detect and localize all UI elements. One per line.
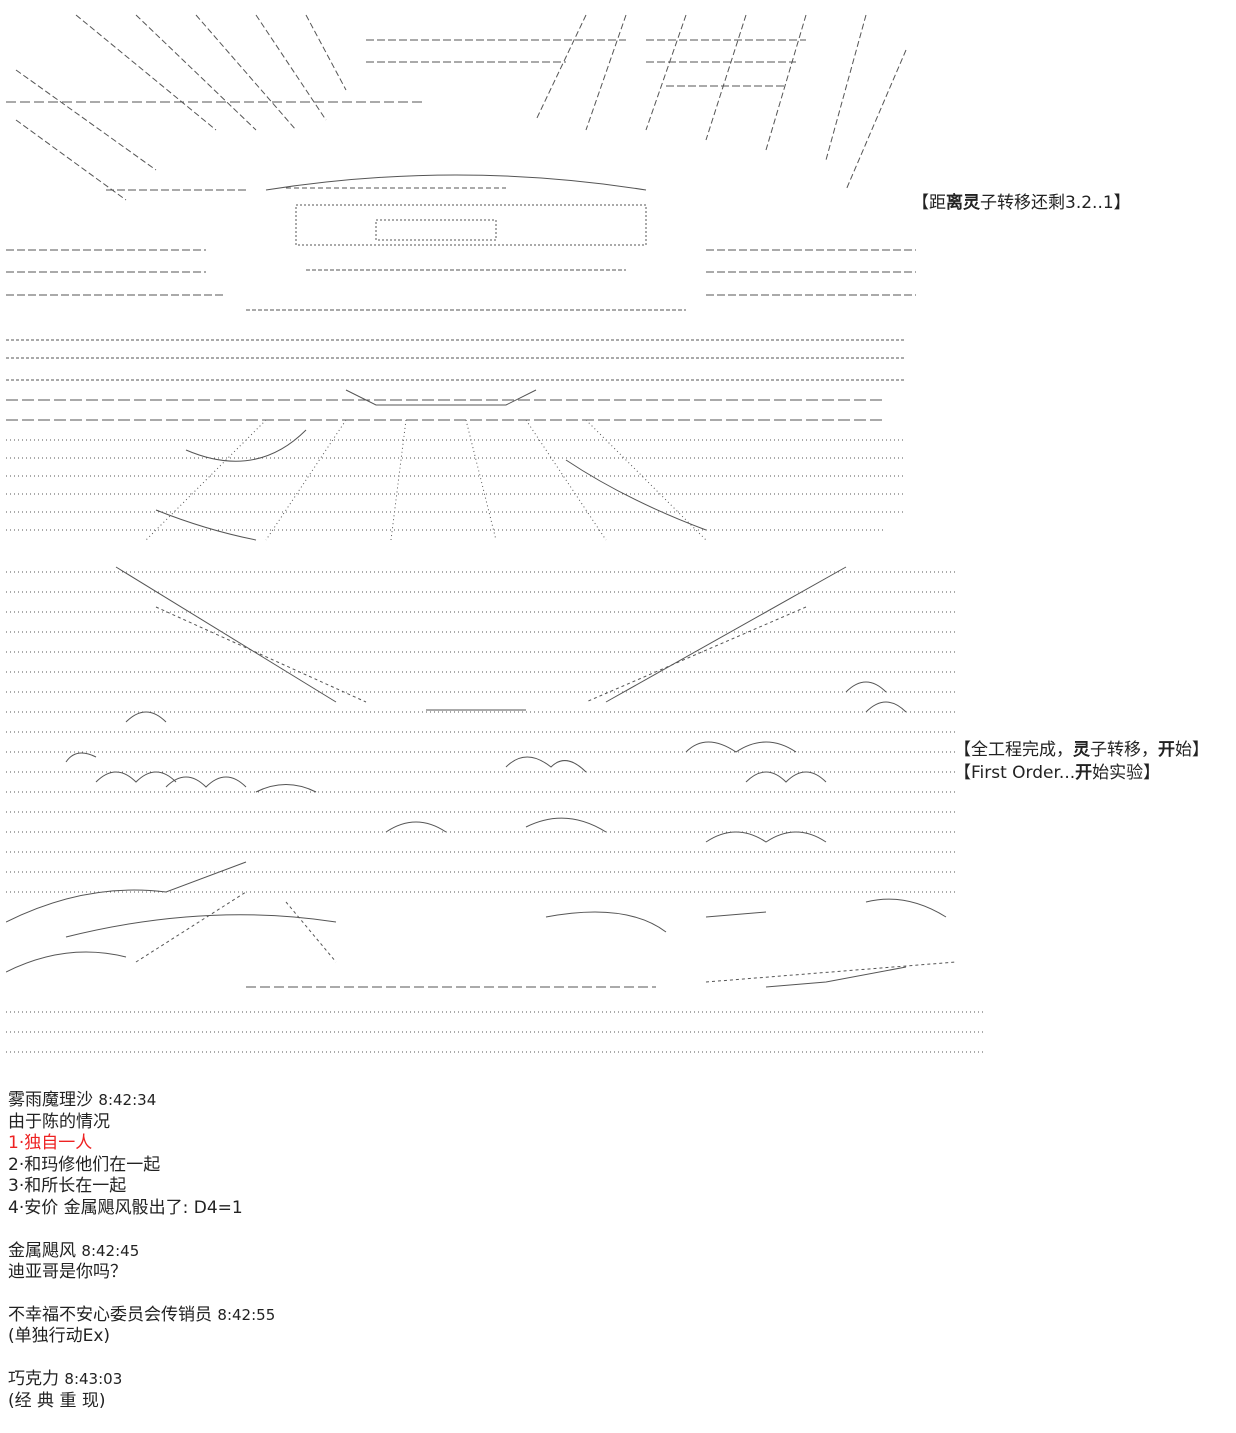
chat-header: 不幸福不安心委员会传销员 8:42:55 <box>8 1305 908 1327</box>
chat-message: 巧克力 8:43:03 (经 典 重 现) <box>8 1369 908 1412</box>
chat-message: 金属飓风 8:42:45 迪亚哥是你吗？ <box>8 1241 908 1284</box>
chat-line: 迪亚哥是你吗？ <box>8 1262 127 1283</box>
chat-header: 巧克力 8:43:03 <box>8 1369 908 1391</box>
chat-time: 8:43:03 <box>64 1369 123 1388</box>
chat-line: 2·和玛修他们在一起 <box>8 1154 161 1175</box>
machinery-art <box>6 14 916 541</box>
dotted-floor <box>6 419 906 541</box>
chat-line: (经 典 重 现) <box>8 1390 106 1411</box>
dotted-rows <box>6 571 986 1053</box>
chat-time: 8:42:55 <box>217 1305 276 1324</box>
vortex-art <box>6 566 986 1053</box>
machine-core <box>246 174 686 406</box>
chat-user: 巧克力 <box>8 1368 59 1389</box>
chat-header: 金属飓风 8:42:45 <box>8 1241 908 1263</box>
chat-line: 4·安价 金属飓风骰出了: D4=1 <box>8 1197 243 1218</box>
floor-arcs <box>155 429 707 541</box>
clouds <box>65 681 907 843</box>
chat-time: 8:42:34 <box>98 1091 157 1109</box>
chat-log: 雾雨魔理沙 8:42:34 由于陈的情况 1·独自一人 2·和玛修他们在一起 3… <box>8 1090 908 1433</box>
ascii-art-vortex-scene <box>6 562 986 1070</box>
chat-line: (单独行动Ex) <box>8 1326 111 1347</box>
chat-message: 雾雨魔理沙 8:42:34 由于陈的情况 1·独自一人 2·和玛修他们在一起 3… <box>8 1090 908 1220</box>
chat-user: 不幸福不安心委员会传销员 <box>8 1304 212 1325</box>
chat-message: 不幸福不安心委员会传销员 8:42:55 (单独行动Ex) <box>8 1305 908 1348</box>
chat-line: 3·和所长在一起 <box>8 1176 127 1197</box>
caption-first-order: 【First Order...开始实验】 <box>954 763 1161 783</box>
caption-transfer-start: 【全工程完成，灵子转移，开始】 <box>954 740 1209 760</box>
swirl-band <box>6 861 957 988</box>
radiating-lines <box>15 14 907 201</box>
machine-bands <box>6 39 916 421</box>
chat-time: 8:42:45 <box>81 1241 140 1260</box>
caption-countdown: 【距离灵子转移还剩3.2..1】 <box>912 193 1131 213</box>
vortex-funnel <box>115 566 847 711</box>
chat-user: 金属飓风 <box>8 1240 76 1261</box>
chat-user: 雾雨魔理沙 <box>8 1090 93 1110</box>
ascii-art-machinery-scene <box>6 10 986 545</box>
chat-line-highlight: 1·独自一人 <box>8 1133 93 1154</box>
chat-header: 雾雨魔理沙 8:42:34 <box>8 1090 908 1112</box>
chat-line: 由于陈的情况 <box>8 1111 110 1132</box>
